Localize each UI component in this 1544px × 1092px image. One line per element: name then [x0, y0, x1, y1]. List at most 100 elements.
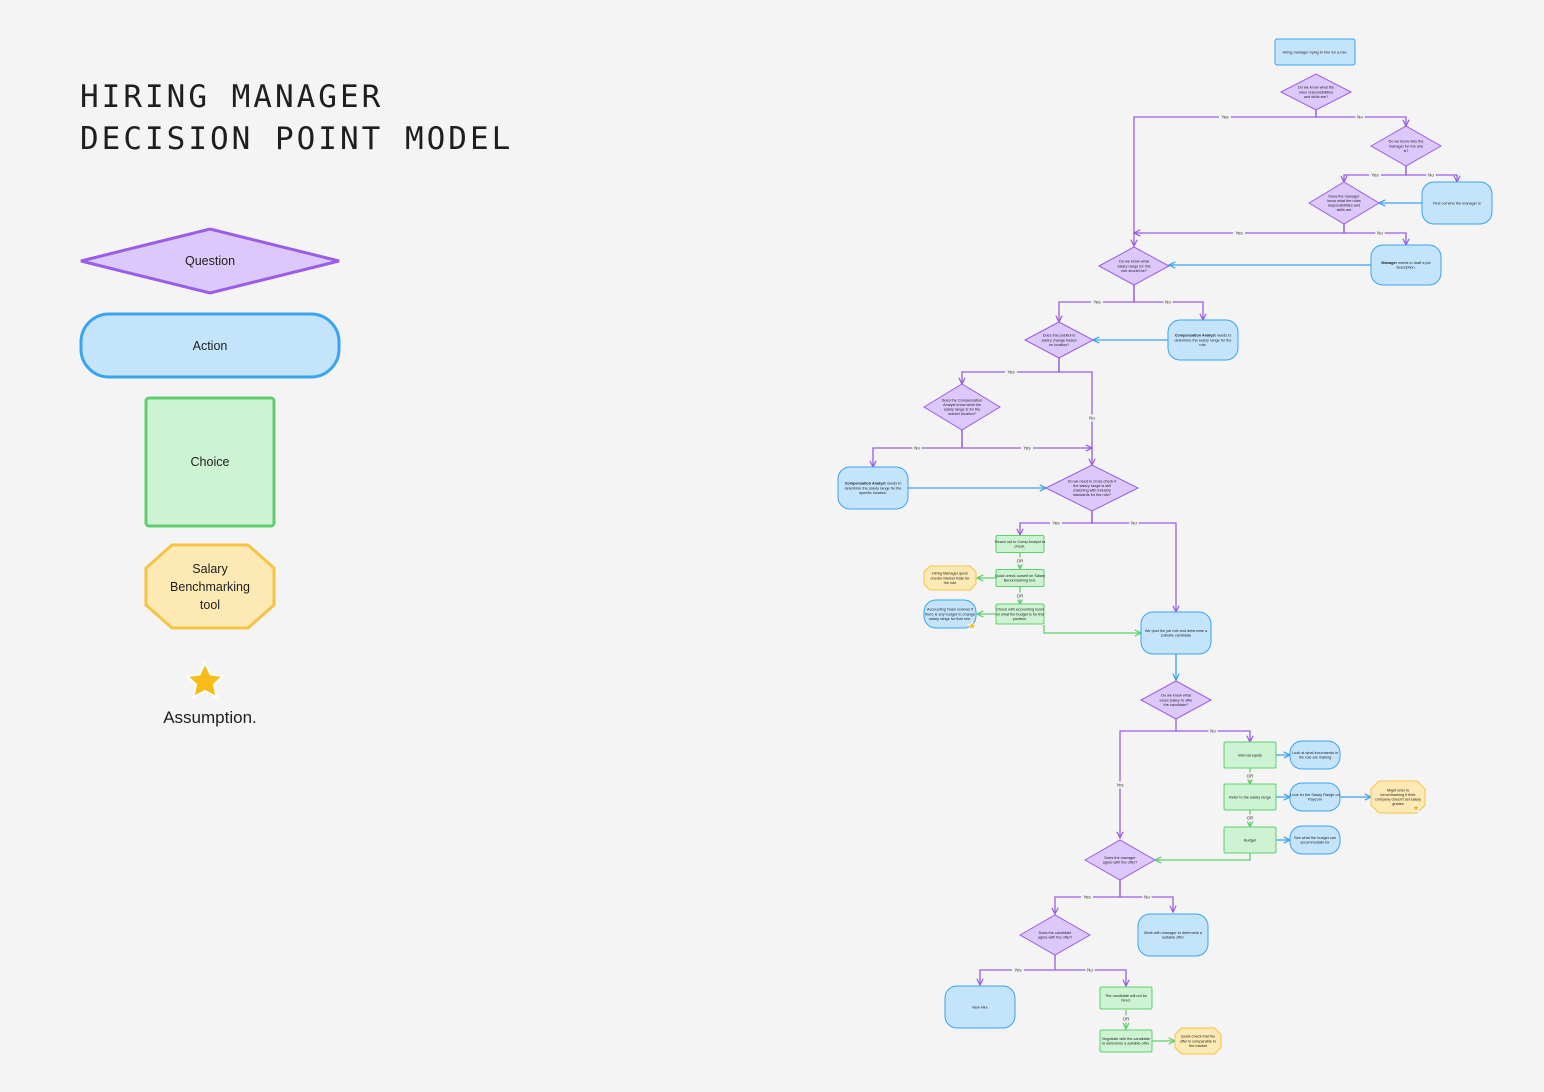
label-line: Find out who the manager is [1433, 201, 1481, 205]
label-line: the salary range is still [1073, 484, 1111, 488]
edge: No [1133, 285, 1203, 320]
label-line: Quick check that the [1181, 1035, 1215, 1039]
label-line: roles responsibilities [1299, 90, 1333, 94]
edge-line [961, 430, 1092, 448]
label-line: Do we know what [1161, 694, 1192, 698]
label-line: on location? [1049, 343, 1069, 347]
label-line: determine the salary range for the [845, 486, 902, 490]
legend-tool-shape [144, 543, 276, 630]
edge-label-bg [1233, 229, 1245, 237]
edge-line [1043, 625, 1141, 633]
legend-action: Action [79, 312, 341, 379]
question-shape [923, 383, 1001, 431]
choice-label: Budget [1244, 838, 1257, 842]
edge: Yes [980, 955, 1056, 985]
label-rest: needs to [886, 482, 902, 486]
label-line: Look for the Salary Range on [1290, 793, 1339, 797]
action-shape [1140, 611, 1212, 655]
label-line: skills are [1337, 208, 1352, 212]
edge-label: Yes [1093, 300, 1101, 305]
edge-label-bg [1015, 592, 1025, 600]
label-rest: needs to [1216, 334, 1232, 338]
star-icon [1410, 802, 1422, 813]
edge [1043, 625, 1141, 633]
label-line: accommodate for [1300, 841, 1330, 845]
label-bold: Compensation Analyst [1175, 334, 1217, 338]
label-line: agree with the offer? [1038, 936, 1073, 940]
legend-choice-shape [144, 396, 276, 528]
node-c_refer: Refer to the salary range [1223, 783, 1277, 811]
edge-label: No [1089, 416, 1095, 421]
edge: Yes [1134, 224, 1345, 237]
edge-label: Yes [1221, 115, 1229, 120]
label-line: Does this position's [1043, 334, 1076, 338]
label-line: salary range for this [1117, 264, 1150, 268]
action-label: Find out who the manager is [1433, 201, 1481, 205]
label-line: the market [1189, 1044, 1208, 1048]
edge-line [1120, 719, 1177, 838]
edge-label-bg [1129, 519, 1139, 527]
edge: No [1405, 166, 1457, 182]
label-line: Compensation Analyst needs to [1175, 334, 1232, 338]
question-shape [1018, 914, 1092, 956]
choice-shape [995, 535, 1045, 553]
label-line: New Hire [972, 1005, 988, 1009]
label-line: suitable offer [1162, 936, 1184, 940]
question-shape [1097, 246, 1171, 286]
label-line: Does the manager [1328, 194, 1360, 198]
label-line: grades [1392, 802, 1404, 806]
label-line: Reach out to Comp Analyst to [995, 540, 1045, 544]
action-shape [1289, 740, 1341, 770]
edge-label-bg [1114, 781, 1126, 789]
choice-shape [1223, 783, 1277, 811]
edge-label: Yes [1007, 370, 1015, 375]
edge: No [1091, 511, 1176, 612]
label-line: salary change based [1041, 338, 1076, 342]
label-line: See what the budget can [1294, 836, 1336, 840]
label-line: salary range is for the [944, 408, 981, 412]
choice-label: Internal equity [1238, 753, 1262, 757]
label-line: the candidate? [1164, 703, 1189, 707]
edge-label: OR [1247, 816, 1255, 821]
node-start: Hiring manager trying to hire for a role… [1274, 38, 1356, 66]
choice-label: Refer to the salary range [1229, 795, 1271, 799]
label-line: suitable candidate [1161, 634, 1192, 638]
label-line: Hiring Manager quick [932, 572, 968, 576]
label-line: Benchmarking tool. [1004, 579, 1037, 583]
label-line: is? [1404, 149, 1409, 153]
label-line: Do we know who the [1388, 140, 1423, 144]
edge-label: No [1210, 729, 1216, 734]
choice-shape [995, 603, 1045, 625]
legend-tool-label-3: tool [200, 598, 220, 612]
edge-label-bg [1142, 893, 1152, 901]
edge-label: Yes [1083, 895, 1091, 900]
edge-label: Yes [1371, 173, 1379, 178]
edge-label-bg [1081, 893, 1093, 901]
legend-question: Question [80, 227, 340, 295]
label-line: market location? [948, 412, 976, 416]
legend-tool-label-2: Benchmarking [170, 580, 250, 594]
edge-line [1058, 358, 1092, 465]
edge-label-bg [1369, 171, 1381, 179]
label-line: the role [944, 581, 957, 585]
action-shape [1370, 244, 1442, 286]
label-line: benchmarking if their [1380, 793, 1416, 797]
star-icon [966, 620, 978, 631]
label-line: Quick check ourself on Salary [995, 574, 1045, 578]
edge-label: No [1087, 968, 1093, 973]
